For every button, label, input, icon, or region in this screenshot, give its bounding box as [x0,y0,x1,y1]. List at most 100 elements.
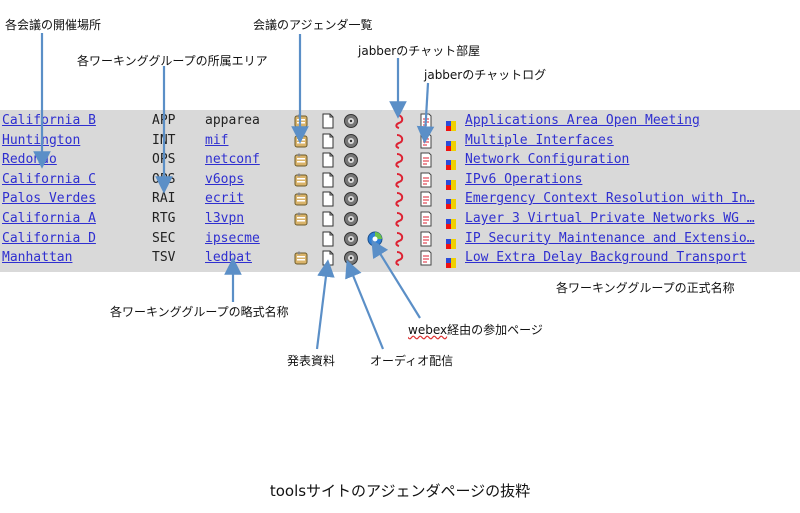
audio-stream-icon[interactable] [343,211,359,227]
area-code: APP [152,113,176,128]
wg-acronym[interactable]: ipsecme [205,230,260,246]
jabber-log-icon[interactable] [418,231,434,247]
location-link[interactable]: California D [2,230,96,246]
wg-full-name-link[interactable]: Network Configuration [465,152,630,168]
location-link[interactable]: Huntington [2,132,81,148]
webex-icon[interactable] [367,231,383,247]
audio-stream-icon[interactable] [343,250,359,266]
location-link[interactable]: California C [2,171,96,187]
jabber-room-icon[interactable] [391,191,407,208]
wg-full-name-link[interactable]: IP Security Maintenance and Extensio… [465,230,755,246]
agenda-icon[interactable] [293,113,309,129]
audio-stream-icon[interactable] [343,113,359,129]
calendar-flag-icon[interactable] [446,136,462,152]
table-row: Palos Verdes RAI ecrit Emergency Context Re… [0,189,800,210]
wg-acronym[interactable]: v6ops [205,171,245,187]
caption: toolsサイトのアジェンダページの抜粋 [269,482,531,500]
wg-acronym[interactable]: mif [205,132,229,148]
wg-acronym[interactable]: netconf [205,152,260,168]
annotation-venue: 各会議の開催場所 [5,18,102,32]
slides-icon[interactable] [320,172,336,188]
wg-full-name-link[interactable]: IPv6 Operations [465,171,583,187]
annotation-agenda: 会議のアジェンダ一覧 [253,18,373,32]
webex-word: webex [408,323,448,337]
annotation-audio: オーディオ配信 [370,354,454,368]
location-link[interactable]: California B [2,113,96,128]
area-code: RTG [152,211,176,226]
table-row: California D SEC ipsecme IP Security Mainte… [0,229,800,249]
slides-icon[interactable] [320,191,336,207]
audio-stream-icon[interactable] [343,172,359,188]
location-link[interactable]: Palos Verdes [2,191,96,207]
jabber-room-icon[interactable] [391,211,407,227]
agenda-icon[interactable] [293,191,309,207]
jabber-room-icon[interactable] [391,133,407,149]
jabber-room-icon[interactable] [391,113,407,129]
wg-acronym[interactable]: ecrit [205,191,245,207]
slides-icon[interactable] [320,231,336,247]
area-code: RAI [152,191,176,207]
calendar-flag-icon[interactable] [446,116,462,132]
slides-icon[interactable] [320,250,336,266]
table-row: Redondo OPS netconf Network Configuration [0,150,800,171]
calendar-flag-icon[interactable] [446,175,462,191]
slides-icon[interactable] [320,152,336,168]
annotation-short-name: 各ワーキンググループの略式名称 [110,305,289,319]
annotation-official-name: 各ワーキンググループの正式名称 [556,281,735,295]
area-code: TSV [152,250,176,266]
jabber-log-icon[interactable] [418,113,434,129]
annotation-jabber-log: jabberのチャットログ [424,68,547,82]
slides-icon[interactable] [320,133,336,149]
slides-icon[interactable] [320,211,336,227]
calendar-flag-icon[interactable] [446,253,462,269]
location-link[interactable]: Manhattan [2,250,73,266]
calendar-flag-icon[interactable] [446,234,462,250]
jabber-log-icon[interactable] [418,250,434,266]
annotation-jabber-room: jabberのチャット部屋 [358,44,481,58]
jabber-log-icon[interactable] [418,133,434,149]
jabber-room-icon[interactable] [391,172,407,188]
jabber-log-icon[interactable] [418,211,434,227]
wg-full-name-link[interactable]: Emergency Context Resolution with In… [465,191,755,207]
jabber-room-icon[interactable] [391,152,407,169]
wg-full-name-link[interactable]: Applications Area Open Meeting [465,113,700,128]
jabber-log-icon[interactable] [418,152,434,168]
table-row: Manhattan TSV ledbat Low Extra Delay Backgr… [0,248,800,269]
annotation-webex: webex経由の参加ページ [408,321,543,338]
arrow-audio [345,259,385,350]
wg-full-name-link[interactable]: Multiple Interfaces [465,132,614,148]
audio-stream-icon[interactable] [343,191,359,207]
table-row: Huntington INT mif Multiple Interfaces [0,131,800,151]
agenda-icon[interactable] [293,152,309,168]
wg-full-name-link[interactable]: Layer 3 Virtual Private Networks WG … [465,211,755,226]
slides-icon[interactable] [320,113,336,129]
jabber-room-icon[interactable] [391,250,407,267]
jabber-room-icon[interactable] [391,231,407,247]
calendar-flag-icon[interactable] [446,194,462,210]
calendar-flag-icon[interactable] [446,155,462,171]
calendar-flag-icon[interactable] [446,214,462,230]
location-link[interactable]: California A [2,211,96,226]
area-code: INT [152,132,176,148]
jabber-log-icon[interactable] [418,191,434,207]
wg-acronym: apparea [205,113,260,128]
wg-acronym[interactable]: ledbat [205,250,252,266]
annotation-area: 各ワーキンググループの所属エリア [77,54,268,68]
location-link[interactable]: Redondo [2,152,57,168]
agenda-table [0,110,800,272]
wg-full-name-link[interactable]: Low Extra Delay Background Transport [465,250,747,266]
agenda-icon[interactable] [293,172,309,188]
area-code: SEC [152,230,176,246]
agenda-icon[interactable] [293,211,309,227]
wg-acronym[interactable]: l3vpn [205,211,245,226]
arrow-slides [315,259,335,350]
audio-stream-icon[interactable] [343,133,359,149]
audio-stream-icon[interactable] [343,231,359,247]
table-row: California B APP apparea Applications Area … [0,111,800,131]
audio-stream-icon[interactable] [343,152,359,168]
agenda-icon[interactable] [293,250,309,266]
area-code: OPS [152,152,176,168]
jabber-log-icon[interactable] [418,172,434,188]
agenda-icon[interactable] [293,133,309,149]
